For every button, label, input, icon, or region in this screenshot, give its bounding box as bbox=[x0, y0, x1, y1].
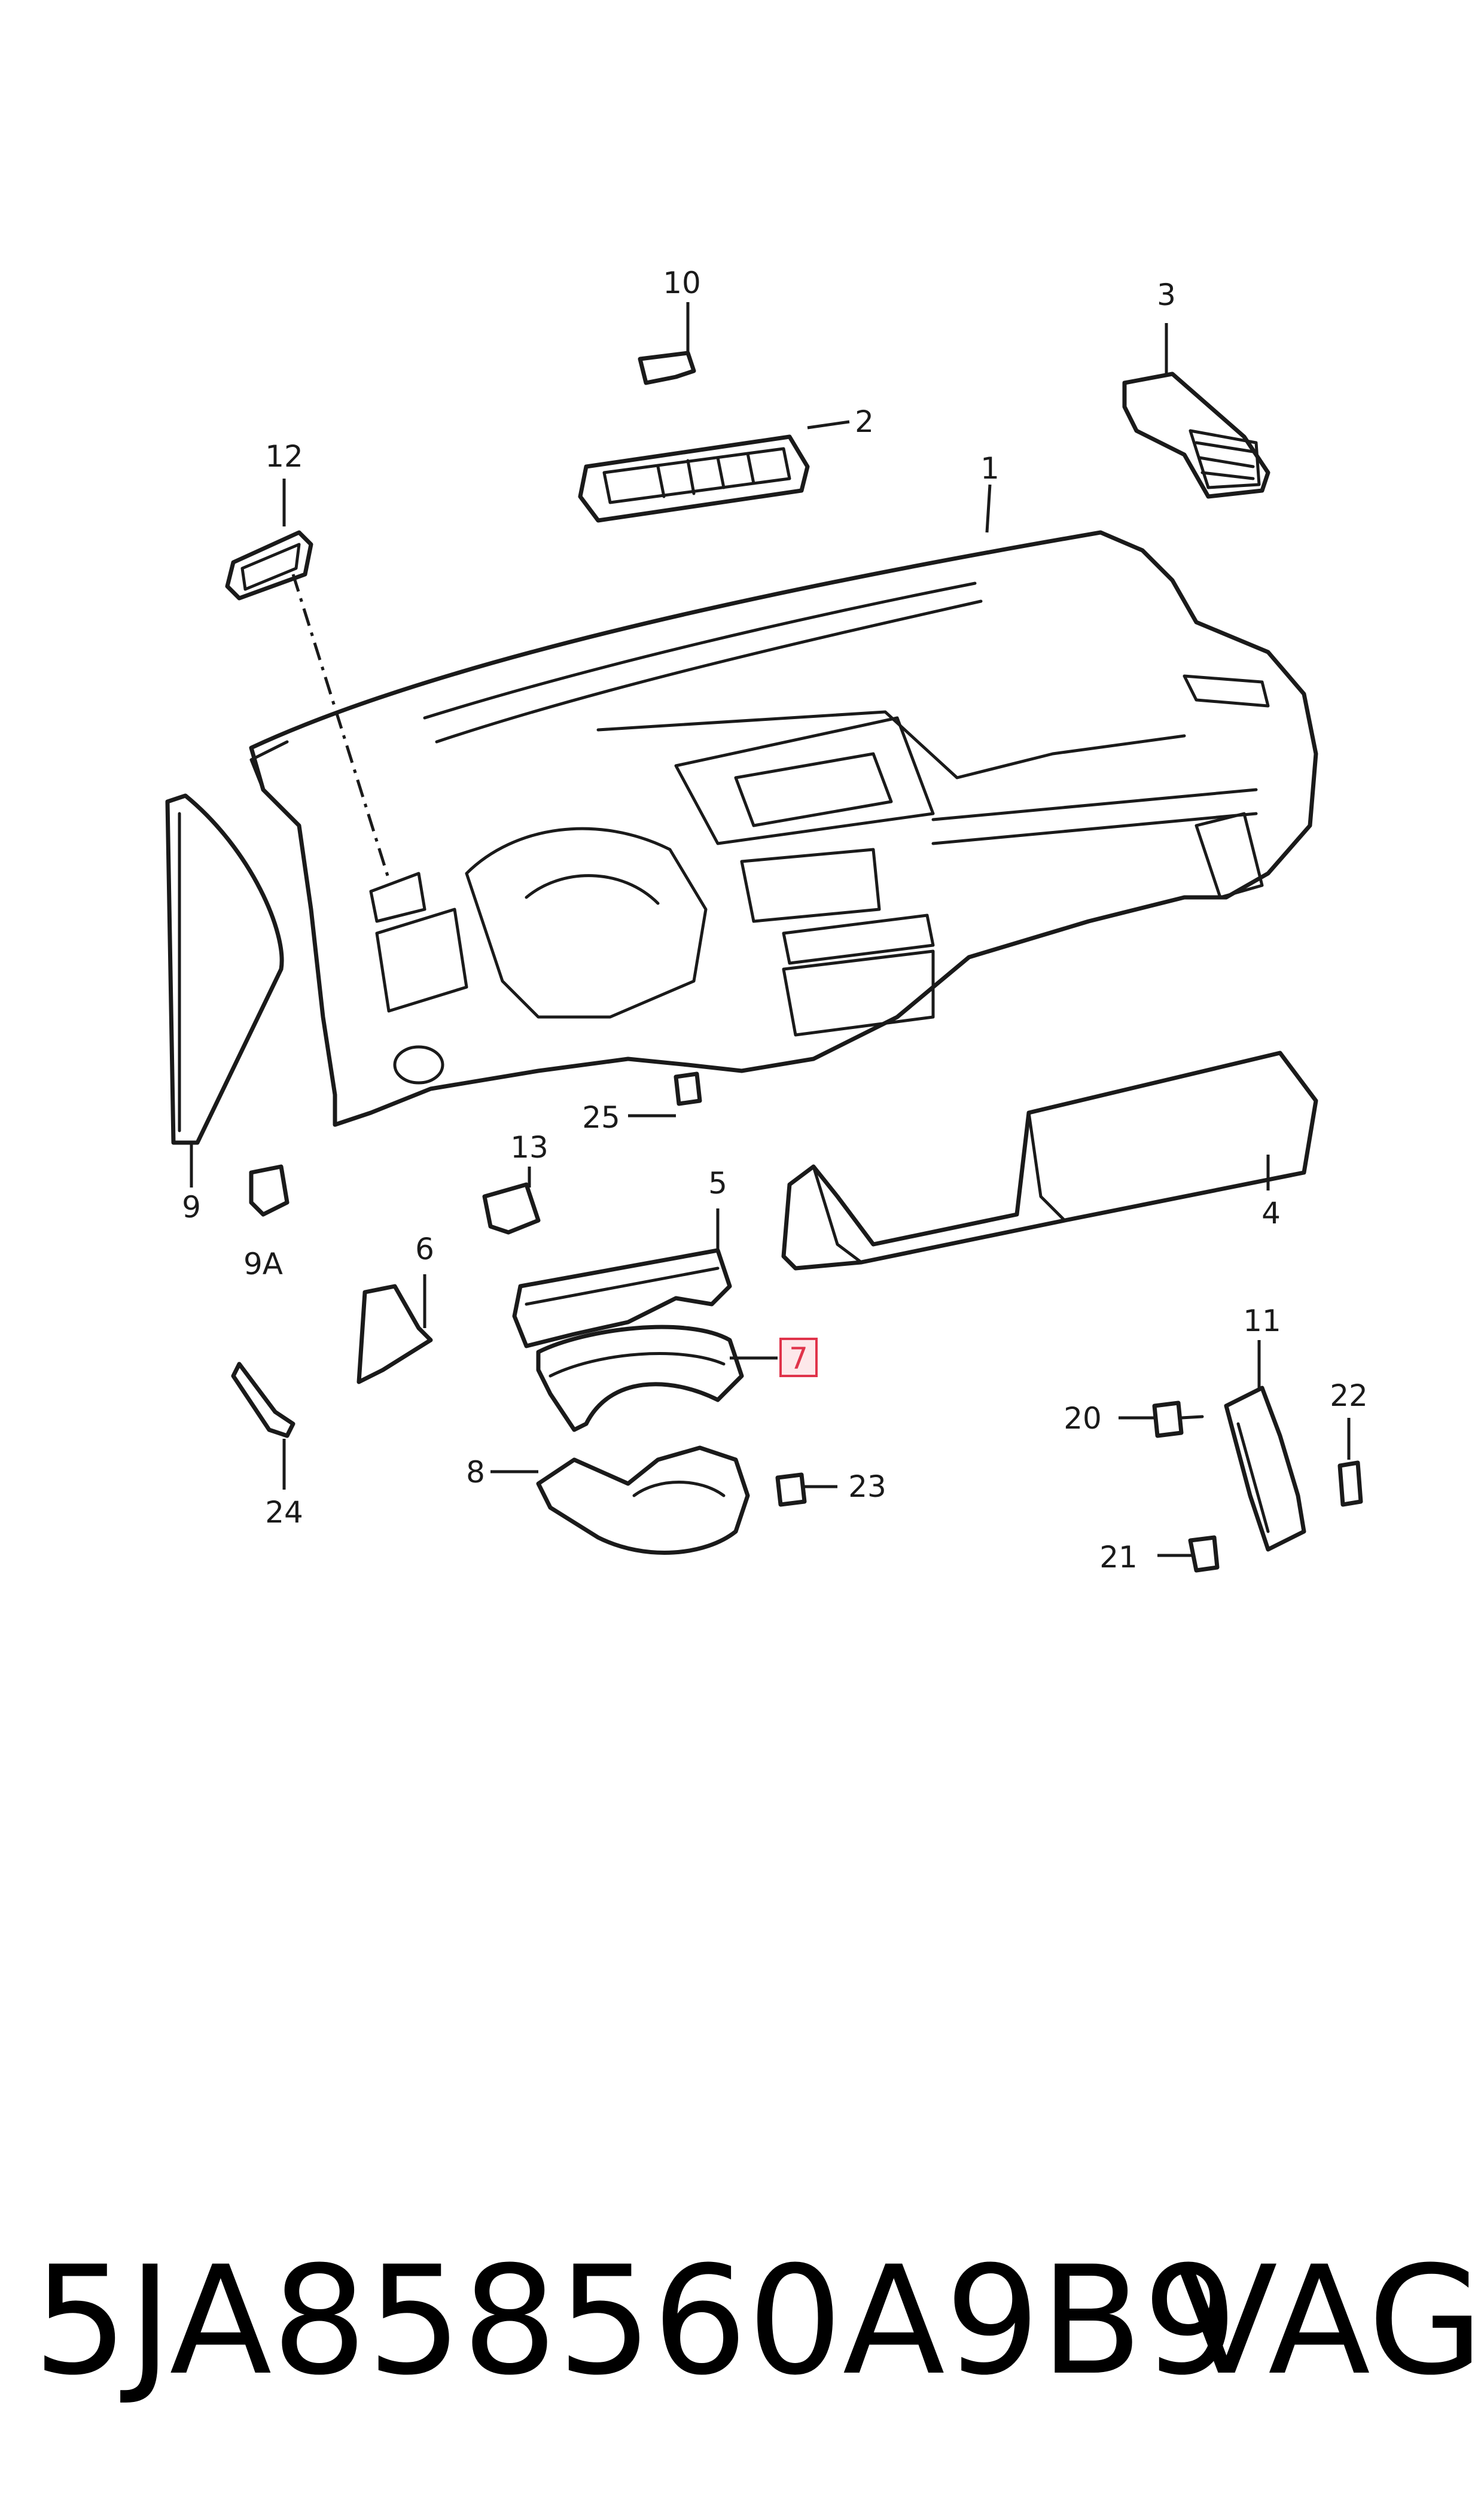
callout-20: 20 bbox=[1064, 1401, 1102, 1436]
callout-11: 11 bbox=[1243, 1304, 1281, 1338]
part-trim-strip bbox=[781, 1051, 1318, 1271]
fastener-20 bbox=[1152, 1400, 1204, 1438]
part-6 bbox=[356, 1284, 433, 1384]
callout-1: 1 bbox=[980, 451, 1000, 486]
callout-12: 12 bbox=[265, 439, 303, 474]
fastener-21 bbox=[1188, 1535, 1220, 1573]
callout-21: 21 bbox=[1099, 1540, 1138, 1575]
part-5 bbox=[512, 1248, 732, 1348]
callout-6: 6 bbox=[415, 1232, 434, 1266]
part-steering-column-cover-lower bbox=[536, 1445, 750, 1555]
part-side-panel bbox=[165, 793, 284, 1145]
part-number-text: 5JA858560A9B9 bbox=[33, 2234, 1238, 2408]
part-cap-10 bbox=[638, 351, 696, 385]
callout-8: 8 bbox=[466, 1455, 485, 1490]
part-bracket-11 bbox=[1224, 1386, 1306, 1552]
callout-7-highlight-box bbox=[779, 1338, 818, 1377]
callout-25: 25 bbox=[582, 1100, 620, 1135]
part-steering-column-cover-upper bbox=[536, 1325, 744, 1432]
part-side-vent bbox=[1122, 372, 1270, 499]
fastener-24 bbox=[231, 1362, 295, 1438]
callout-13: 13 bbox=[510, 1130, 548, 1165]
callout-4: 4 bbox=[1261, 1196, 1281, 1231]
callout-24: 24 bbox=[265, 1495, 303, 1530]
fastener-23 bbox=[775, 1472, 807, 1507]
brand-text: VAG bbox=[1175, 2234, 1484, 2408]
callout-2: 2 bbox=[855, 404, 874, 439]
part-center-vent bbox=[578, 434, 810, 523]
callout-7: 7 bbox=[789, 1341, 808, 1376]
part-small-vent bbox=[225, 530, 313, 601]
callout-9: 9 bbox=[182, 1190, 201, 1225]
callout-5: 5 bbox=[708, 1166, 727, 1201]
callout-10: 10 bbox=[663, 266, 701, 300]
fastener-22 bbox=[1337, 1460, 1363, 1507]
part-clip-9a bbox=[249, 1164, 290, 1217]
callout-3: 3 bbox=[1157, 278, 1176, 312]
fastener-25 bbox=[674, 1071, 702, 1106]
part-dashboard bbox=[249, 530, 1318, 1127]
callout-23: 23 bbox=[848, 1469, 886, 1504]
callout-22: 22 bbox=[1330, 1378, 1368, 1413]
leader-lines bbox=[190, 302, 1351, 1557]
part-13 bbox=[482, 1182, 541, 1235]
callout-labels: 1 2 3 4 5 6 7 8 9 9A 10 11 12 13 20 21 2… bbox=[182, 266, 1368, 1575]
callout-9a: 9A bbox=[243, 1247, 283, 1281]
